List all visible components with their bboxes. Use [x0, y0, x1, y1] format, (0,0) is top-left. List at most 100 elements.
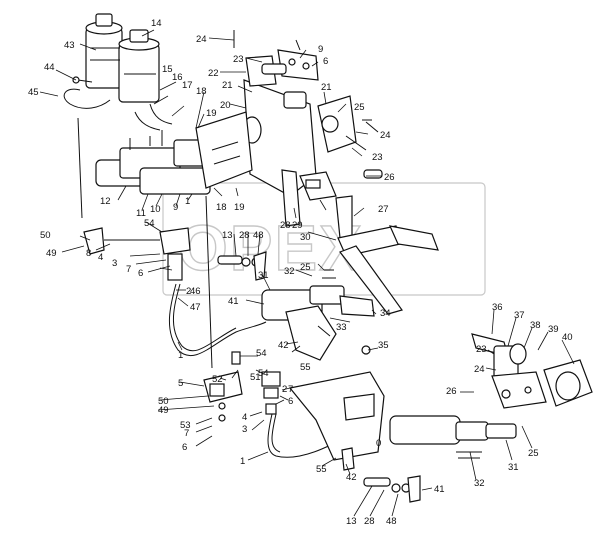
label-3-a: 3: [112, 258, 117, 269]
center-slave-cylinder: [261, 269, 375, 361]
label-45: 45: [28, 87, 39, 98]
label-20: 20: [220, 100, 231, 111]
callout-labels: 14 24 43 22 9 23 6 44 15 16 21 45 17 18 …: [28, 18, 573, 527]
label-9-b: 9: [173, 202, 178, 213]
label-13-a: 13: [222, 230, 233, 241]
label-12: 12: [100, 196, 111, 207]
clutch-housing: [471, 333, 593, 409]
lower-right-bracket: [288, 345, 385, 471]
label-18-a: 18: [196, 86, 207, 97]
label-22: 22: [208, 68, 219, 79]
master-cylinder: [95, 103, 211, 195]
right-bracket: [317, 95, 383, 179]
label-46: 46: [190, 286, 201, 297]
pedal-bracket: [195, 79, 317, 197]
label-28-c: 28: [364, 516, 375, 527]
label-49-a: 49: [46, 248, 57, 259]
label-33: 33: [336, 322, 347, 333]
label-4-a: 4: [98, 252, 103, 263]
label-18-b: 18: [216, 202, 227, 213]
label-11: 11: [136, 208, 146, 219]
label-43: 43: [64, 40, 75, 51]
fluid-reservoirs: [85, 13, 160, 103]
rod-5: [205, 195, 213, 369]
label-16: 16: [172, 72, 183, 83]
label-14: 14: [151, 18, 162, 29]
label-19-b: 19: [234, 202, 245, 213]
label-6-b: 6: [182, 442, 187, 453]
hose-left-upper: [168, 283, 267, 357]
label-28: 28: [280, 220, 291, 231]
reservoir-hose: [63, 88, 111, 109]
label-23-c: 23: [476, 344, 487, 355]
label-32-a: 32: [284, 266, 295, 277]
label-6-a: 6: [138, 268, 143, 279]
lower-pin-set: [363, 475, 421, 503]
label-51: 51: [250, 372, 261, 383]
lower-slave-cylinder: [389, 415, 517, 459]
label-24-c: 24: [474, 364, 485, 375]
label-41-b: 41: [434, 484, 445, 495]
label-17: 17: [182, 80, 193, 91]
label-24: 24: [196, 34, 207, 45]
leader-lines: [39, 29, 575, 517]
label-23: 23: [233, 54, 244, 65]
label-1-c: 1: [240, 456, 245, 467]
label-40: 40: [562, 332, 573, 343]
label-26-b: 26: [446, 386, 457, 397]
label-42-b: 42: [346, 472, 357, 483]
label-13-b: 13: [346, 516, 357, 527]
label-7-c: 7: [184, 428, 189, 439]
label-25-c: 25: [528, 448, 539, 459]
label-10: 10: [150, 204, 161, 215]
label-32-b: 32: [474, 478, 485, 489]
label-34: 34: [380, 308, 391, 319]
label-44: 44: [44, 62, 55, 73]
label-55-b: 55: [316, 464, 327, 475]
rod-45: [77, 117, 83, 219]
label-38: 38: [530, 320, 541, 331]
label-52: 52: [212, 374, 223, 385]
label-54-a: 54: [144, 218, 155, 229]
label-6: 6: [323, 56, 328, 67]
label-1-b: 1: [178, 350, 183, 361]
label-25-a: 25: [354, 102, 365, 113]
label-3-b: 3: [242, 424, 247, 435]
label-4-b: 4: [242, 412, 247, 423]
label-2-a: 2: [186, 286, 191, 297]
label-8: 8: [86, 248, 91, 259]
label-21-a: 21: [222, 80, 233, 91]
label-15: 15: [162, 64, 173, 75]
label-30: 30: [300, 232, 311, 243]
label-23-b: 23: [372, 152, 383, 163]
label-54-b: 54: [256, 348, 267, 359]
label-49-b: 49: [158, 405, 169, 416]
upper-left-bracket: [83, 227, 191, 281]
label-0: 0: [376, 438, 381, 449]
label-36: 36: [492, 302, 503, 313]
label-31-a: 31: [258, 270, 269, 281]
label-26: 26: [384, 172, 395, 183]
label-48-a: 48: [253, 230, 264, 241]
label-50-a: 50: [40, 230, 51, 241]
label-35: 35: [378, 340, 389, 351]
lower-left-bracket: [203, 351, 243, 422]
label-1-a: 1: [185, 196, 190, 207]
label-41-a: 41: [228, 296, 239, 307]
label-50-b: 50: [158, 396, 169, 407]
label-28-b: 28: [239, 230, 250, 241]
label-37: 37: [514, 310, 525, 321]
label-7-a: 7: [126, 264, 131, 275]
label-2-b: 2: [282, 384, 287, 395]
pedal-arms: [281, 169, 439, 315]
label-7-b: 7: [288, 384, 293, 395]
label-54-c: 54: [258, 368, 269, 379]
label-48-b: 48: [386, 516, 397, 527]
label-55-a: 55: [300, 362, 311, 373]
label-27: 27: [378, 204, 389, 215]
label-5: 5: [178, 378, 183, 389]
label-31-b: 31: [508, 462, 519, 473]
label-21-b: 21: [321, 82, 332, 93]
top-mount: [233, 30, 319, 109]
